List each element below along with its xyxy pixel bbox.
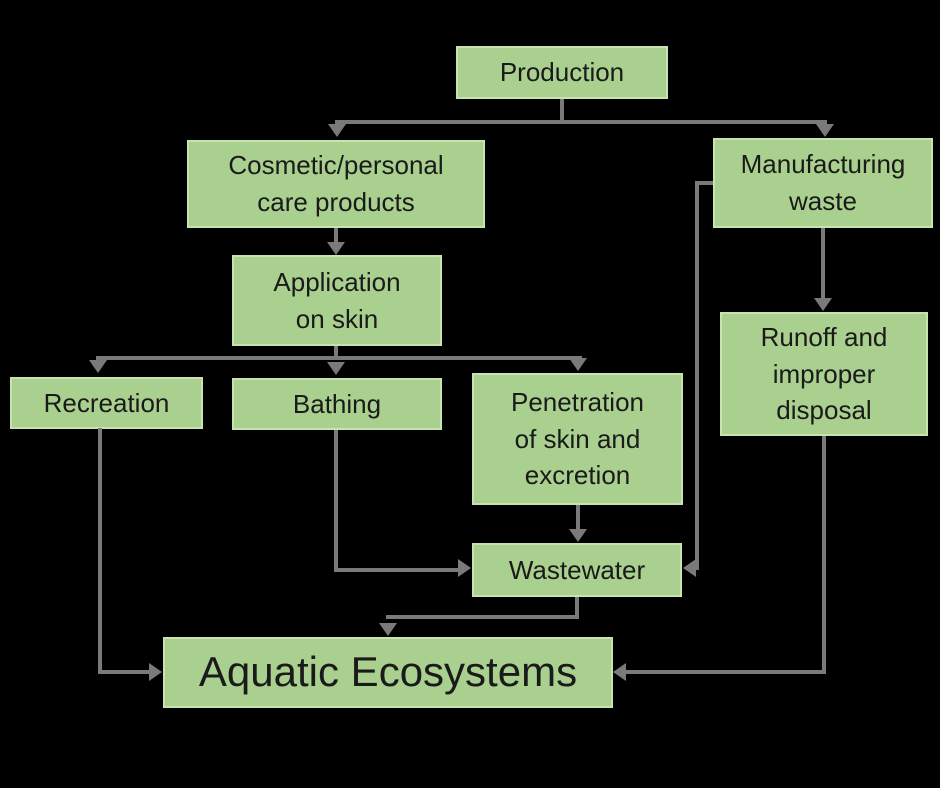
connector-production-stem	[560, 99, 564, 122]
connector-application-stem	[334, 346, 338, 358]
node-cosmetic-personal-care-products: Cosmetic/personal care products	[187, 140, 485, 228]
connector-manufacturing-to-runoff	[821, 228, 825, 300]
connector-manufacturing-side-stub	[697, 181, 713, 185]
connector-cosmetic-to-application	[334, 228, 338, 244]
arrowhead-to-wastewater-top-icon	[569, 529, 587, 542]
arrowhead-to-runoff-icon	[814, 298, 832, 311]
connector-penetration-to-wastewater	[576, 505, 580, 531]
connector-application-branch	[96, 356, 582, 360]
connector-recreation-horizontal	[98, 670, 150, 674]
arrowhead-to-penetration-icon	[569, 358, 587, 371]
connector-bathing-vertical	[334, 430, 338, 572]
arrowhead-to-manufacturing-icon	[816, 124, 834, 137]
arrowhead-to-application-icon	[327, 242, 345, 255]
arrowhead-to-bathing-icon	[327, 362, 345, 375]
arrowhead-runoff-to-aquatic-icon	[613, 663, 626, 681]
node-application-on-skin: Application on skin	[232, 255, 442, 346]
connector-runoff-horizontal	[626, 670, 824, 674]
arrowhead-to-cosmetic-icon	[328, 124, 346, 137]
node-runoff-and-improper-disposal: Runoff and improper disposal	[720, 312, 928, 436]
node-wastewater: Wastewater	[472, 543, 682, 597]
node-bathing: Bathing	[232, 378, 442, 430]
connector-wastewater-stem	[575, 597, 579, 619]
connector-recreation-vertical	[98, 428, 102, 674]
connector-runoff-vertical	[822, 436, 826, 674]
arrowhead-wastewater-to-aquatic-icon	[379, 623, 397, 636]
connector-production-branch	[335, 120, 827, 124]
connector-manufacturing-to-wastewater	[695, 181, 699, 570]
arrowhead-manufacturing-to-wastewater-icon	[683, 559, 696, 577]
node-aquatic-ecosystems: Aquatic Ecosystems	[163, 637, 613, 708]
node-manufacturing-waste: Manufacturing waste	[713, 138, 933, 228]
connector-wastewater-horizontal	[386, 615, 579, 619]
arrowhead-recreation-to-aquatic-icon	[149, 663, 162, 681]
node-production: Production	[456, 46, 668, 99]
connector-bathing-horizontal	[334, 568, 460, 572]
arrowhead-to-recreation-icon	[89, 360, 107, 373]
node-recreation: Recreation	[10, 377, 203, 429]
node-penetration-of-skin-and-excretion: Penetration of skin and excretion	[472, 373, 683, 505]
arrowhead-bathing-to-wastewater-icon	[458, 559, 471, 577]
